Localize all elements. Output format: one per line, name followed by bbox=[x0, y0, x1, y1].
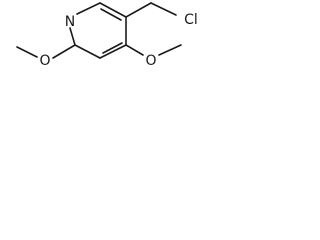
bond-c4-o bbox=[125, 44, 144, 56]
bond-c5-c6-outer bbox=[99, 2, 127, 18]
bond-c2-o bbox=[52, 44, 76, 59]
bond-o-ch3-right bbox=[158, 44, 182, 56]
atom-oxygen-left: O bbox=[39, 53, 50, 69]
atom-oxygen-right: O bbox=[145, 53, 156, 69]
bond-c3-c4-inner bbox=[102, 42, 123, 54]
atom-nitrogen: N bbox=[65, 14, 75, 30]
bond-o-ch3-left bbox=[16, 46, 38, 58]
chemical-structure: N Cl O O bbox=[16, 2, 198, 69]
bond-c5-c6-inner bbox=[100, 8, 122, 21]
atom-chlorine: Cl bbox=[184, 12, 198, 28]
bond-ch2-cl bbox=[150, 2, 177, 16]
bond-n-c2 bbox=[69, 27, 76, 46]
bond-c3-c4-outer bbox=[99, 44, 127, 59]
bond-c5-ch2 bbox=[125, 2, 152, 18]
bond-c2-c3 bbox=[74, 44, 101, 59]
bond-c6-n bbox=[76, 2, 101, 15]
